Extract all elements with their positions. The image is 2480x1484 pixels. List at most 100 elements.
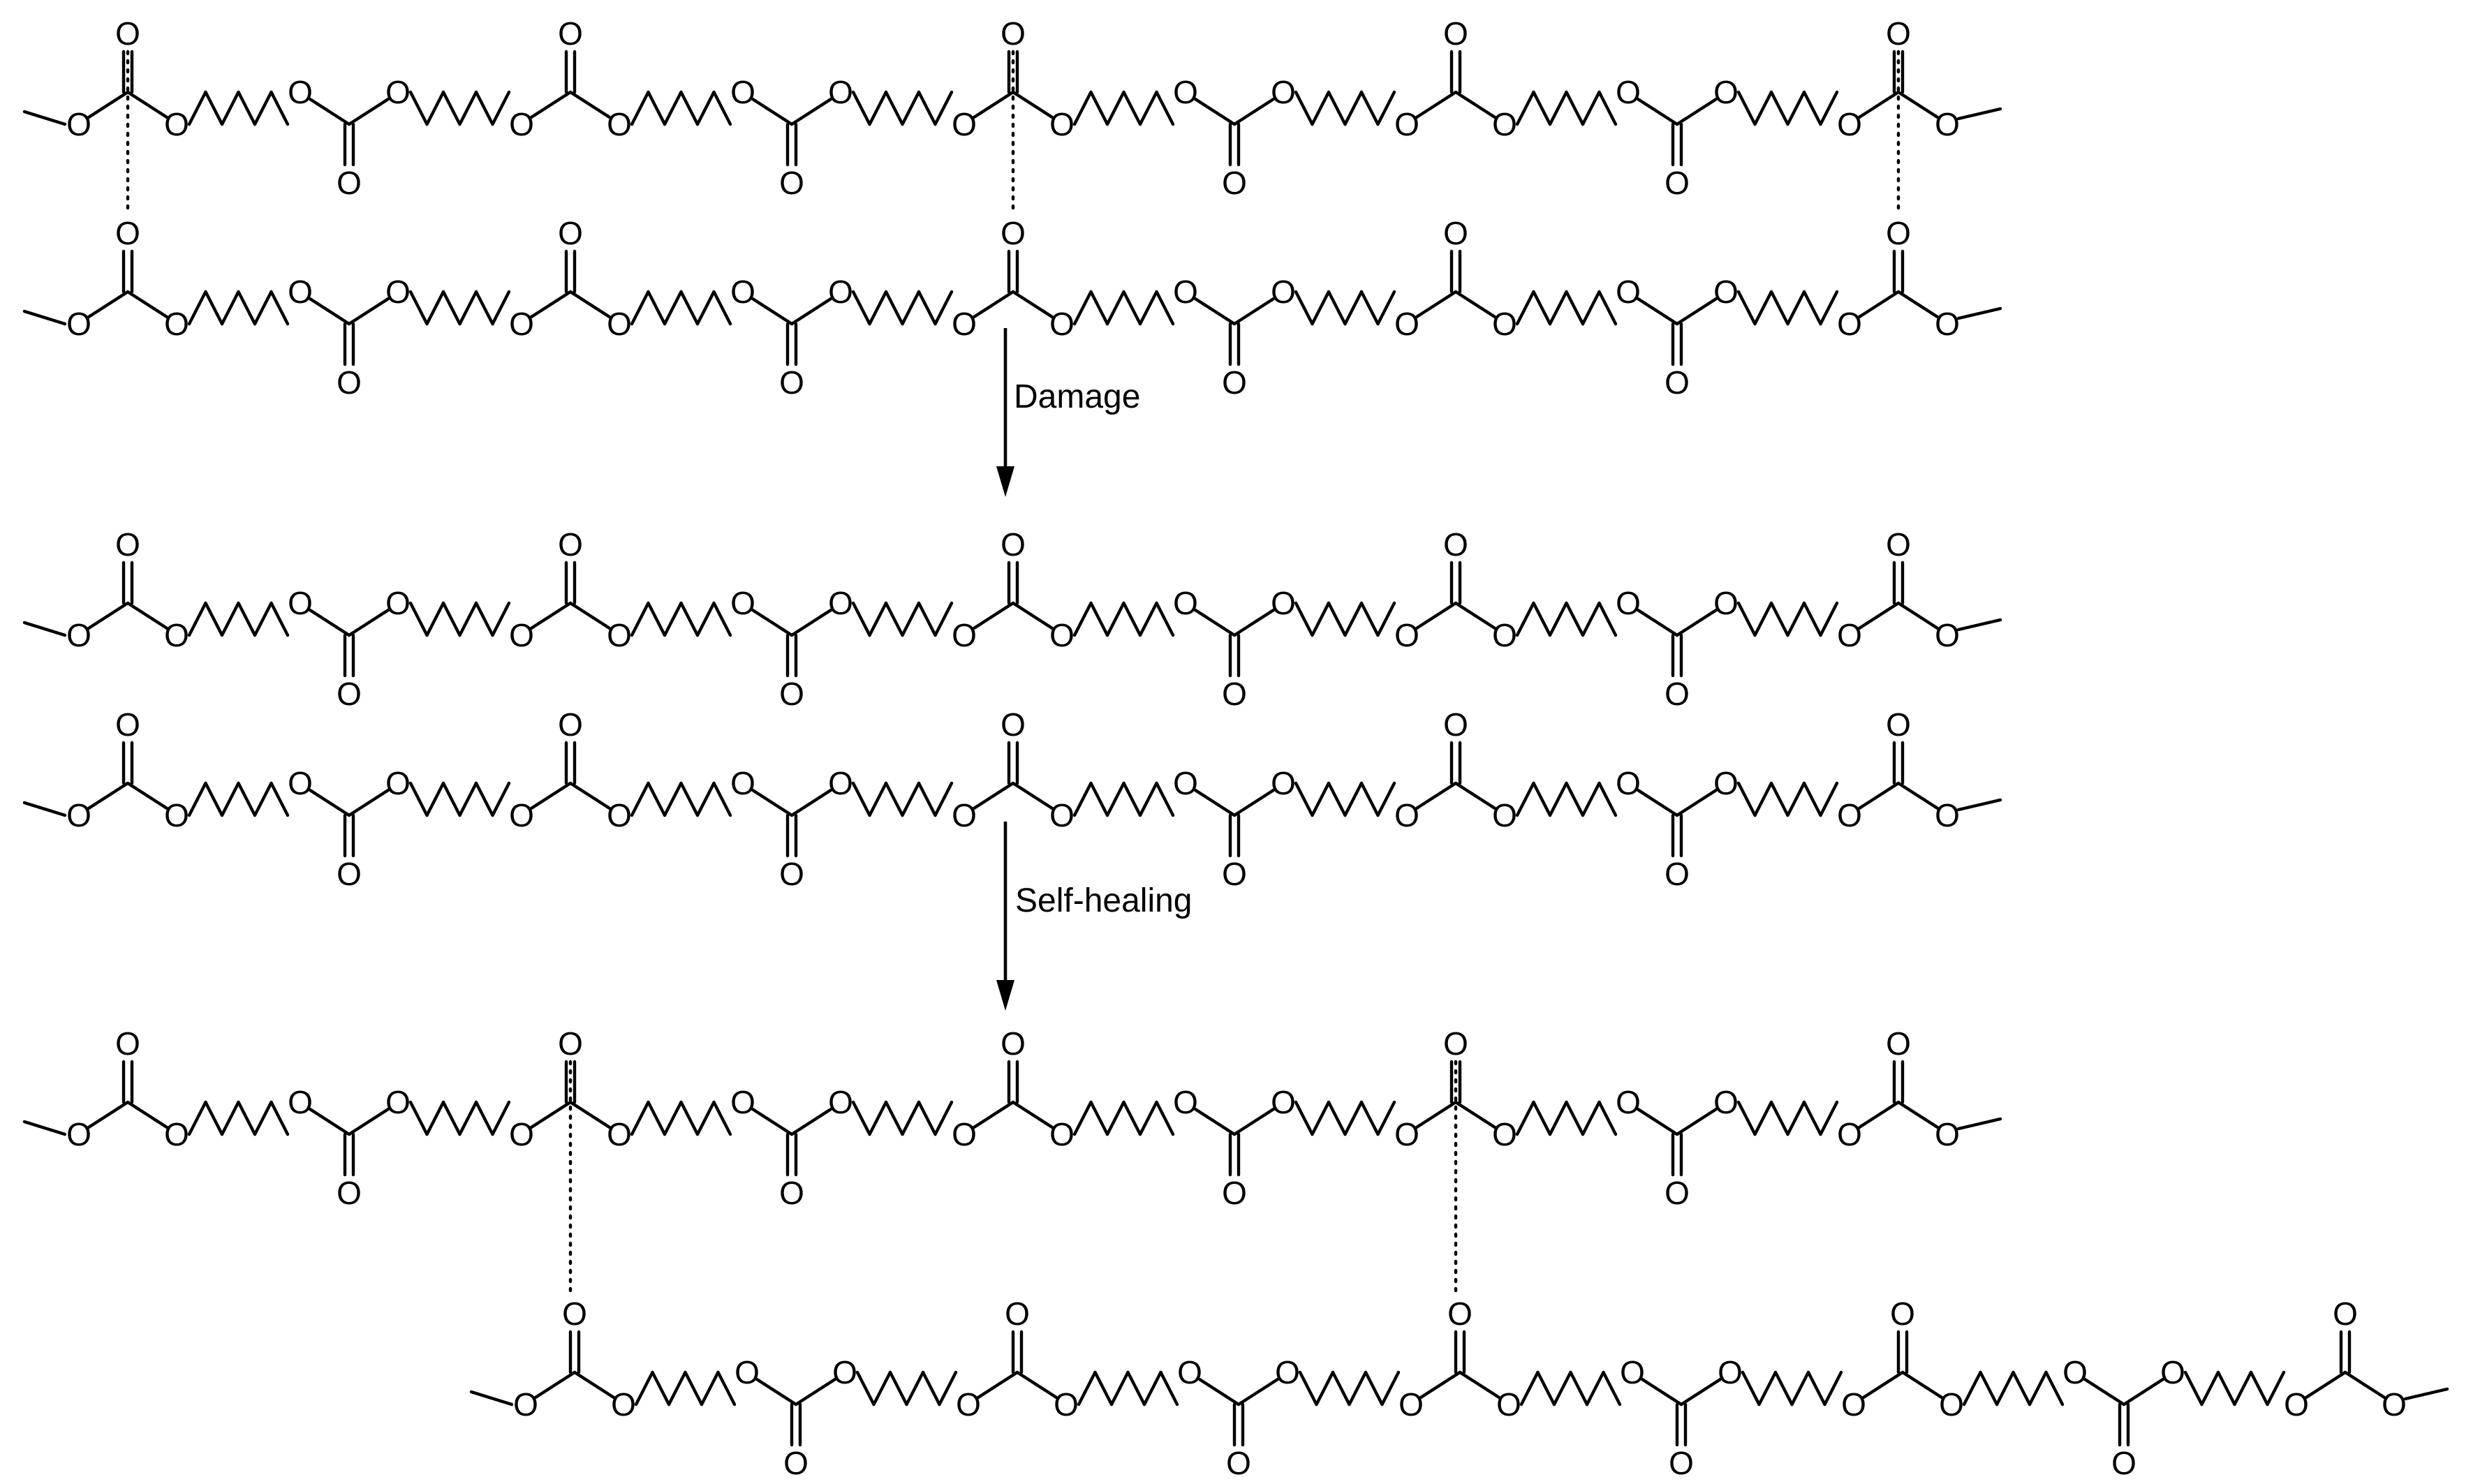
single-bond xyxy=(888,1370,908,1407)
oxygen-atom: O xyxy=(1713,74,1739,110)
single-bond xyxy=(679,781,700,817)
single-bond xyxy=(1675,97,1718,126)
single-bond xyxy=(1679,1377,1722,1407)
single-bond xyxy=(933,290,954,326)
oxygen-atom: O xyxy=(832,1354,857,1390)
single-bond xyxy=(308,608,351,637)
single-bond xyxy=(126,90,169,119)
oxygen-atom: O xyxy=(1837,1116,1862,1152)
single-bond xyxy=(1454,601,1497,630)
oxygen-atom: O xyxy=(730,1084,755,1120)
oxygen-atom: O xyxy=(730,274,755,310)
single-bond xyxy=(1769,290,1789,326)
single-bond xyxy=(568,601,612,630)
single-bond xyxy=(651,1370,671,1407)
oxygen-atom: O xyxy=(1443,1025,1468,1062)
single-bond xyxy=(1532,1100,1552,1136)
single-bond xyxy=(921,1370,941,1407)
single-bond xyxy=(695,601,716,637)
single-bond xyxy=(1548,90,1568,126)
single-bond xyxy=(1857,1100,1900,1129)
single-bond xyxy=(917,90,937,126)
single-bond xyxy=(1232,608,1276,637)
single-bond xyxy=(529,601,573,630)
oxygen-atom: O xyxy=(828,585,853,621)
single-bond xyxy=(1138,90,1158,126)
single-bond xyxy=(1602,1370,1622,1407)
single-bond xyxy=(663,781,683,817)
oxygen-atom: O xyxy=(1616,1084,1641,1120)
oxygen-atom: O xyxy=(509,306,534,342)
single-bond xyxy=(425,90,445,126)
oxygen-atom: O xyxy=(115,215,140,251)
single-bond xyxy=(87,90,130,119)
single-bond xyxy=(1736,90,1757,126)
single-bond xyxy=(1138,1100,1158,1136)
oxygen-atom: O xyxy=(558,15,583,52)
oxygen-atom: O xyxy=(1443,215,1468,251)
single-bond xyxy=(917,1100,937,1136)
single-bond xyxy=(347,608,390,637)
oxygen-atom: O xyxy=(1443,15,1468,52)
single-bond xyxy=(1753,1100,1773,1136)
single-bond xyxy=(2122,1377,2165,1407)
single-bond xyxy=(1515,1100,1535,1136)
oxygen-atom: O xyxy=(956,1386,981,1423)
single-bond xyxy=(751,297,794,326)
single-bond xyxy=(1636,97,1679,126)
oxygen-atom: O xyxy=(66,797,91,833)
oxygen-atom: O xyxy=(1669,1445,1694,1481)
single-bond xyxy=(1011,290,1054,319)
single-bond xyxy=(712,290,732,326)
oxygen-atom: O xyxy=(1935,797,1960,833)
single-bond xyxy=(1315,1370,1335,1407)
single-bond xyxy=(933,1100,954,1136)
oxygen-atom: O xyxy=(1394,617,1419,653)
oxygen-atom: O xyxy=(1841,1386,1866,1423)
single-bond xyxy=(1359,1100,1380,1136)
oxygen-atom: O xyxy=(337,364,362,401)
single-bond xyxy=(1415,1100,1458,1129)
single-bond xyxy=(2012,1370,2032,1407)
single-bond xyxy=(794,1377,837,1407)
single-bond xyxy=(187,601,207,637)
single-bond xyxy=(1089,290,1109,326)
single-bond xyxy=(474,90,494,126)
oxygen-atom: O xyxy=(1935,1116,1960,1152)
single-bond xyxy=(1786,601,1806,637)
single-bond xyxy=(933,601,954,637)
single-bond xyxy=(204,781,224,817)
oxygen-atom: O xyxy=(1222,676,1247,712)
single-bond xyxy=(1072,1100,1093,1136)
oxygen-atom: O xyxy=(509,106,534,142)
oxygen-atom: O xyxy=(1616,765,1641,801)
single-bond xyxy=(1861,1370,1905,1400)
single-bond xyxy=(1454,1100,1497,1129)
oxygen-atom: O xyxy=(1713,765,1739,801)
single-bond xyxy=(1193,608,1237,637)
single-bond xyxy=(1995,1370,2015,1407)
single-bond xyxy=(1415,601,1458,630)
single-bond xyxy=(684,1370,704,1407)
single-bond xyxy=(491,601,511,637)
single-bond xyxy=(347,1107,390,1136)
single-bond xyxy=(1753,290,1773,326)
single-bond xyxy=(237,90,257,126)
oxygen-atom: O xyxy=(288,585,313,621)
single-bond xyxy=(87,1100,130,1129)
oxygen-atom: O xyxy=(1001,526,1026,563)
single-bond xyxy=(1415,781,1458,810)
single-bond xyxy=(1769,601,1789,637)
oxygen-atom: O xyxy=(1001,215,1026,251)
oxygen-atom: O xyxy=(779,676,804,712)
oxygen-atom: O xyxy=(509,1116,534,1152)
single-bond xyxy=(1569,1370,1589,1407)
single-bond xyxy=(425,601,445,637)
single-bond xyxy=(270,1100,290,1136)
single-bond xyxy=(868,90,888,126)
oxygen-atom: O xyxy=(1837,617,1862,653)
single-bond xyxy=(1142,1370,1162,1407)
